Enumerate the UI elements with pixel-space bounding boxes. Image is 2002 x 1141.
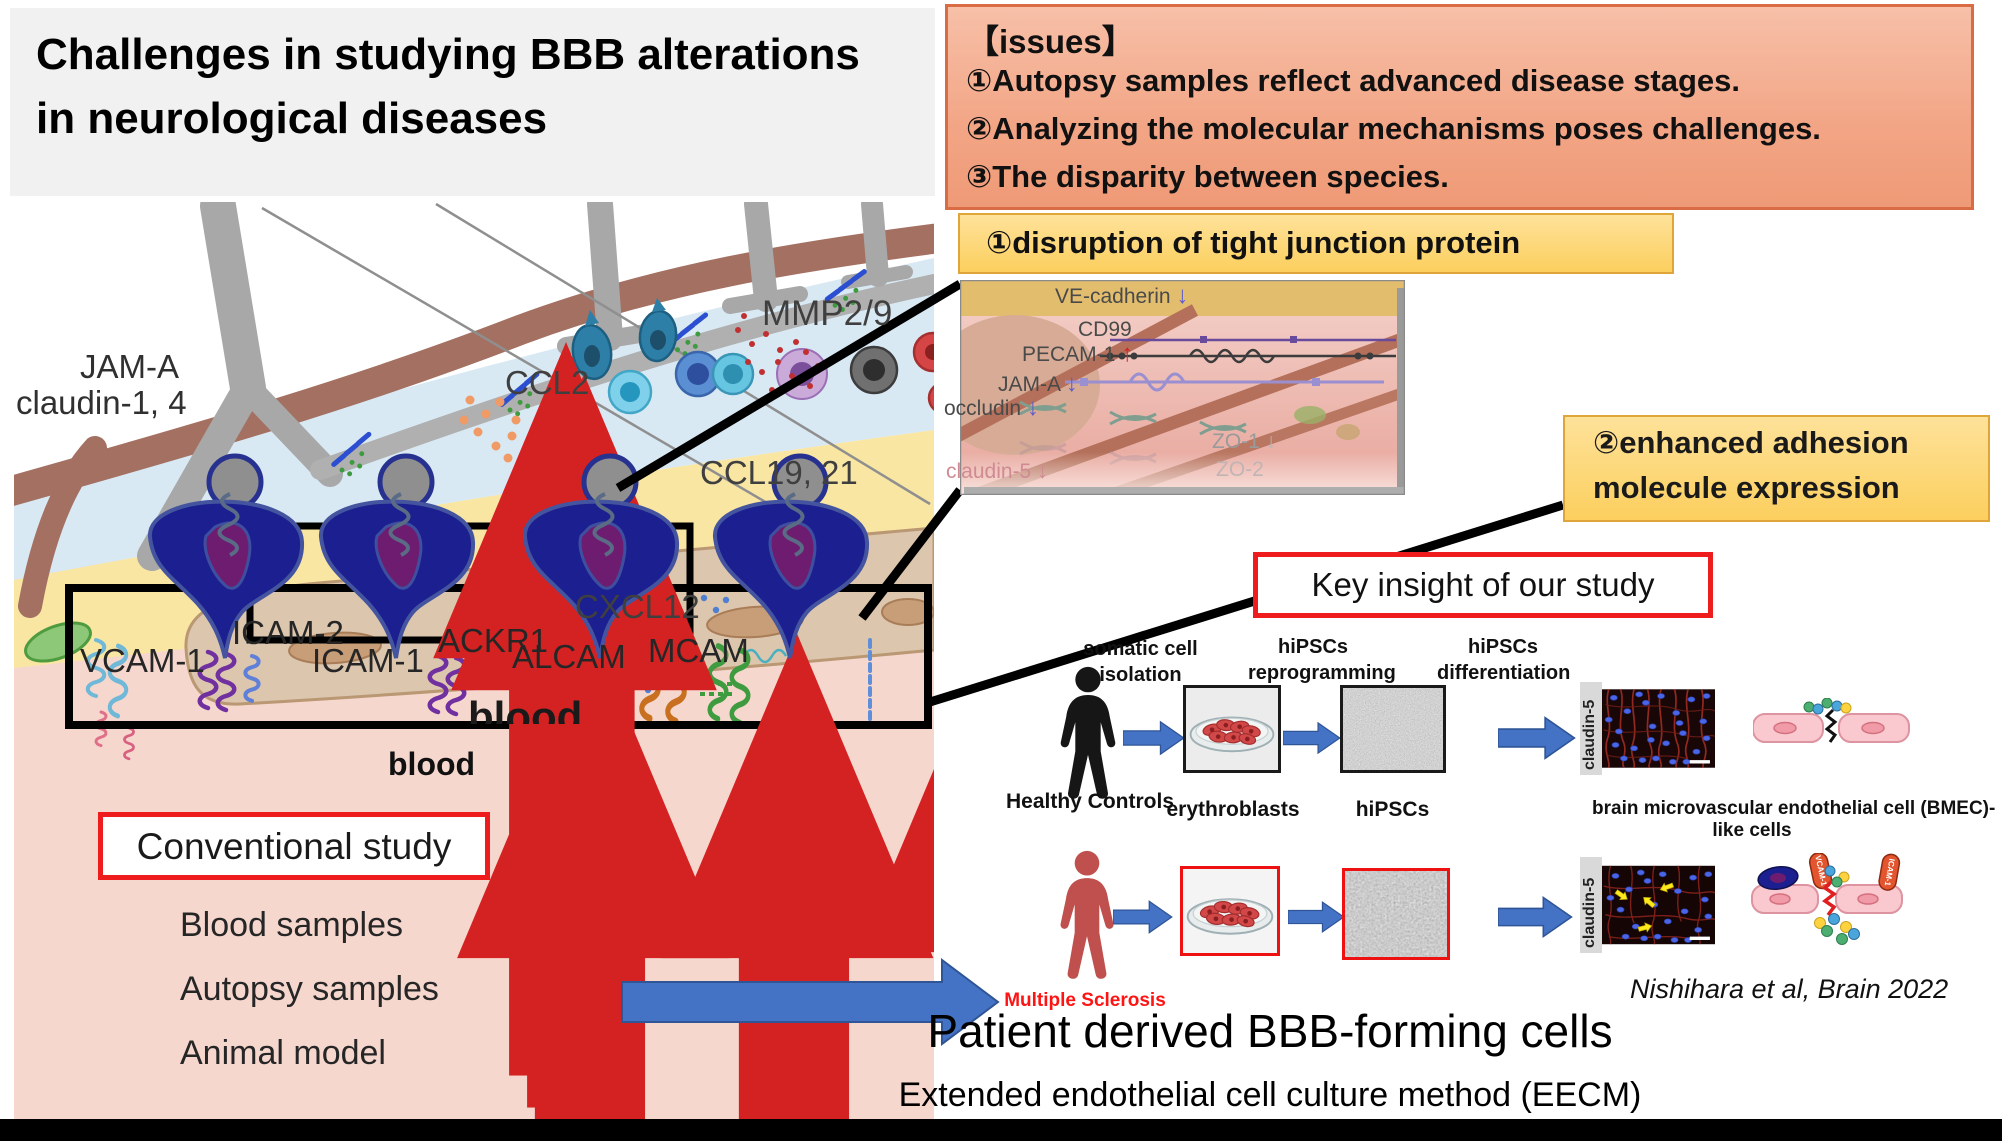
- dish-icon: [1188, 899, 1273, 933]
- label-ccl19-21: CCL19, 21: [700, 454, 858, 491]
- flow-arrow-icon: [1288, 896, 1345, 938]
- ms-erythroblast-dish-image: [1180, 866, 1280, 956]
- inset-label-pecam1: PECAM-1 ↑: [1022, 340, 1134, 367]
- bottom-bar: [0, 1119, 2002, 1141]
- label-ackr1: ACKR1: [438, 622, 549, 659]
- bmec-cartoon-2: VCAM-1 ICAM-1: [1751, 853, 1903, 945]
- label-mcam: MCAM: [648, 632, 749, 669]
- label-blood-clipped: blood: [468, 693, 583, 724]
- down-arrow-icon: ↓: [1065, 370, 1078, 397]
- label-claudin-1-4: claudin-1, 4: [16, 384, 187, 421]
- ms-hipsc-micrograph-image: [1342, 868, 1450, 960]
- healthy-person-icon: [1056, 666, 1120, 802]
- label-vcam-1: VCAM-1: [80, 642, 205, 679]
- erythroblast-dish-image: [1183, 685, 1281, 773]
- claudin5-strip-1: claudin-5: [1580, 682, 1602, 775]
- conventional-item-2: Autopsy samples: [180, 970, 439, 1008]
- inset-label-zo1: ZO-1 ↓: [1212, 430, 1277, 453]
- caption-bmec: brain microvascular endothelial cell (BM…: [1592, 798, 1996, 841]
- caption-hipscs: hiPSCs: [1355, 798, 1430, 821]
- conventional-study-box: Conventional study: [98, 812, 490, 880]
- label-mmp2-9: MMP2/9: [762, 294, 893, 333]
- inset-label-ve-cadherin: VE-cadherin ↓: [1055, 282, 1189, 309]
- tight-junction-inset: VE-cadherin ↓ CD99 PECAM-1 ↑ JAM-A ↓ occ…: [944, 280, 1405, 495]
- big-transition-arrow-icon: [621, 958, 1000, 1046]
- down-arrow-icon: ↓: [1176, 282, 1189, 309]
- issues-item-3: ③The disparity between species.: [966, 159, 1449, 194]
- label-alcam: ALCAM: [512, 638, 626, 675]
- inset-label-occludin: occludin ↓: [944, 394, 1039, 421]
- label-icam-1: ICAM-1: [312, 642, 424, 679]
- flow-arrow-icon: [1498, 714, 1576, 762]
- label-ccl2: CCL2: [505, 364, 590, 401]
- caption-multiple-sclerosis: Multiple Sclerosis: [1004, 990, 1166, 1011]
- claudin5-if-image-1: [1602, 682, 1715, 775]
- issues-box: 【issues】 ①Autopsy samples reflect advanc…: [945, 4, 1974, 210]
- callout-box-tight-junction: ①disruption of tight junction protein: [958, 213, 1674, 274]
- claudin5-if-image-2: [1602, 857, 1715, 953]
- ms-person-icon: [1056, 850, 1118, 982]
- conventional-item-3: Animal model: [180, 1034, 386, 1072]
- issues-item-2: ②Analyzing the molecular mechanisms pose…: [966, 111, 1821, 146]
- dish-icon: [1191, 718, 1274, 752]
- inset-label-zo2: ZO-2: [1216, 458, 1264, 481]
- title-box: Challenges in studying BBB alterations i…: [10, 8, 935, 196]
- conventional-item-1: Blood samples: [180, 906, 404, 944]
- flow-arrow-icon: [1123, 716, 1185, 760]
- up-arrow-icon: ↑: [1121, 340, 1134, 367]
- caption-healthy-controls: Healthy Controls: [1005, 790, 1175, 813]
- label-cxcl12: CXCL12: [575, 588, 700, 625]
- footer-main-title: Patient derived BBB-forming cells: [927, 1005, 1613, 1057]
- page-title-line2: in neurological diseases: [36, 94, 548, 143]
- label-jam-a: JAM-A: [80, 348, 179, 385]
- bmec-cartoon-1: [1753, 698, 1910, 743]
- callout-box-adhesion: ②enhanced adhesion molecule expression: [1563, 415, 1990, 522]
- flow-arrow-icon: [1283, 716, 1341, 760]
- page-title-line1: Challenges in studying BBB alterations: [36, 30, 860, 79]
- key-insight-box: Key insight of our study: [1253, 552, 1713, 618]
- caption-erythroblasts: erythroblasts: [1166, 798, 1300, 821]
- inset-label-jam-a: JAM-A ↓: [998, 370, 1078, 397]
- flow-arrow-icon: [1498, 894, 1573, 940]
- inset-label-claudin5: claudin-5 ↓: [946, 460, 1048, 483]
- inset-label-cd99: CD99: [1078, 318, 1132, 341]
- down-arrow-icon: ↓: [1026, 394, 1039, 421]
- adhesion-molecule-coils: [85, 640, 872, 761]
- label-blood: blood: [388, 746, 476, 782]
- issues-item-1: ①Autopsy samples reflect advanced diseas…: [966, 63, 1741, 98]
- issues-heading: 【issues】: [966, 23, 1135, 60]
- citation: Nishihara et al, Brain 2022: [1630, 974, 1949, 1004]
- flow-arrow-icon: [1113, 896, 1173, 938]
- hipsc-micrograph-image: [1340, 685, 1446, 773]
- label-icam-2: ICAM-2: [232, 614, 344, 651]
- claudin5-strip-2: claudin-5: [1580, 857, 1602, 953]
- footer-subtitle: Extended endothelial cell culture method…: [898, 1076, 1642, 1114]
